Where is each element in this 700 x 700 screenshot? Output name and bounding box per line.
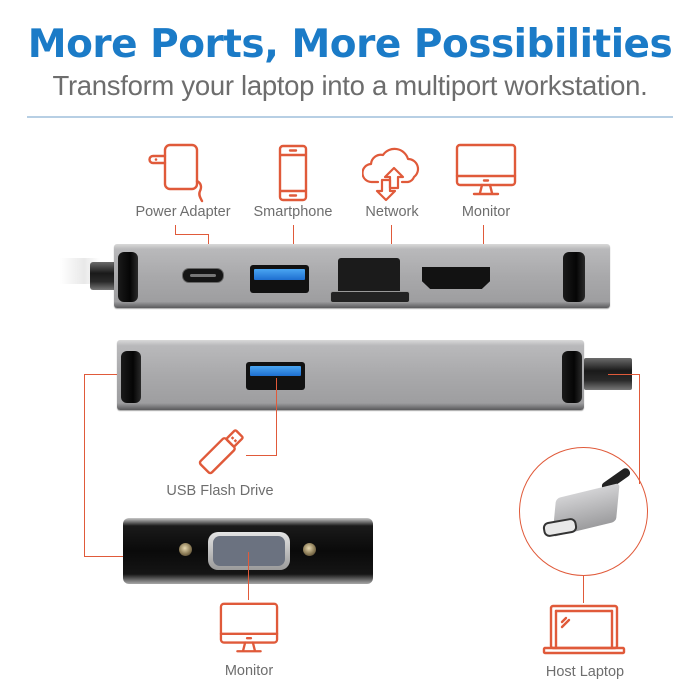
device-end-cap xyxy=(118,252,138,302)
power-adapter-label: Power Adapter xyxy=(135,204,231,220)
connector-line xyxy=(175,225,176,235)
usb-a-port xyxy=(250,265,309,293)
laptop-icon xyxy=(542,604,626,656)
power-adapter-icon xyxy=(147,143,207,203)
header-divider xyxy=(27,116,673,118)
device-end-cap xyxy=(563,252,585,302)
ethernet-port-flap xyxy=(330,291,410,303)
usb-flash-drive-label: USB Flash Drive xyxy=(166,483,274,499)
device-end-cap xyxy=(562,351,582,403)
page-subtitle: Transform your laptop into a multiport w… xyxy=(52,70,648,101)
ethernet-port xyxy=(338,258,400,296)
device-side-ports-middle xyxy=(117,340,584,410)
network-label: Network xyxy=(365,204,419,220)
cloud-upload-download-icon xyxy=(362,142,424,204)
hdmi-port xyxy=(422,267,490,289)
smartphone-label: Smartphone xyxy=(253,204,333,220)
monitor-icon xyxy=(455,143,517,199)
smartphone-icon xyxy=(278,144,308,202)
connector-line xyxy=(175,234,209,235)
connector-line-host xyxy=(639,374,640,484)
vga-screw xyxy=(179,543,192,556)
connector-line xyxy=(84,556,154,557)
connector-line-vga xyxy=(84,374,85,557)
connector-line xyxy=(248,552,249,600)
page-title: More Ports, More Possibilities xyxy=(27,22,673,67)
monitor-icon xyxy=(219,601,279,657)
vga-screw xyxy=(303,543,316,556)
monitor-vga-label: Monitor xyxy=(224,663,274,679)
host-laptop-label: Host Laptop xyxy=(545,664,625,680)
vga-port xyxy=(208,532,290,570)
device-end-cap xyxy=(121,351,141,403)
usb-c-port xyxy=(182,268,224,283)
usb-flash-drive-icon xyxy=(193,420,253,480)
connector-line xyxy=(608,374,640,375)
connector-line xyxy=(583,575,584,603)
connector-line xyxy=(84,374,117,375)
monitor-label: Monitor xyxy=(461,204,511,220)
usb-a-port xyxy=(246,362,305,390)
connector-line xyxy=(246,455,277,456)
connector-line-usb xyxy=(276,378,277,456)
